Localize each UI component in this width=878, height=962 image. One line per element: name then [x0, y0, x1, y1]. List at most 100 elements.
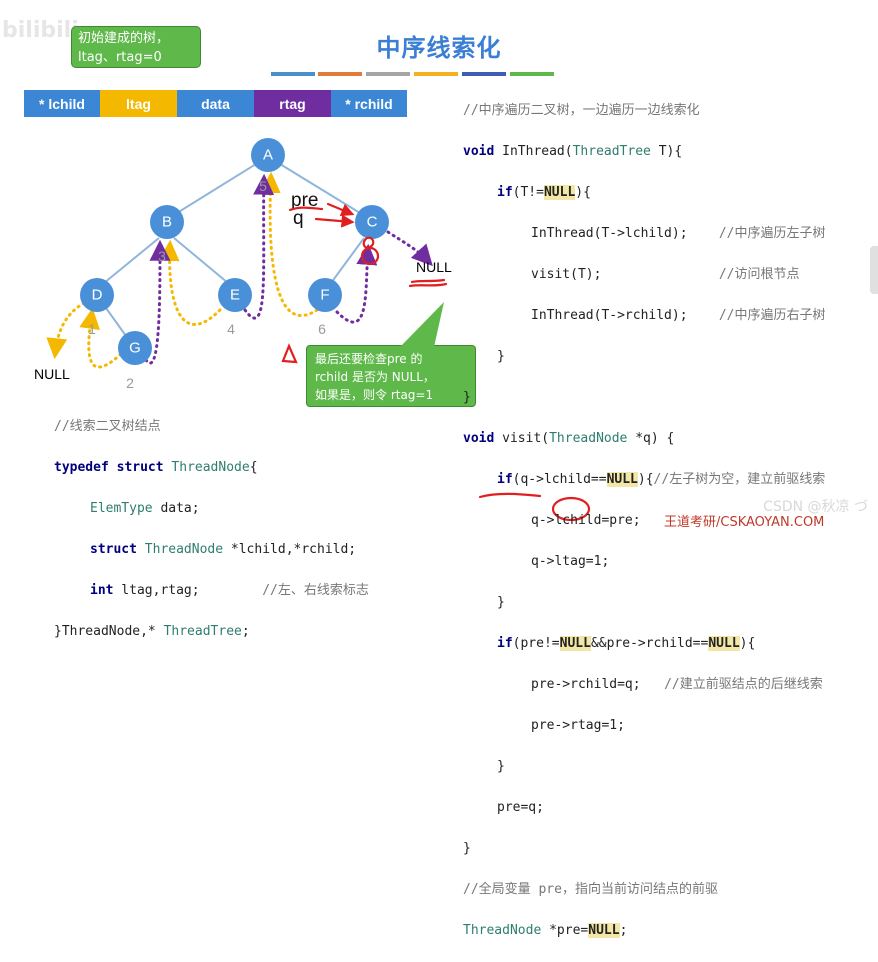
- code-text: ){: [637, 471, 654, 487]
- node-field-lchild: * lchild: [24, 90, 100, 117]
- code-text: pre->rtag=1;: [531, 717, 625, 733]
- step-numbers: 1 2 3 4 5 6: [88, 178, 326, 391]
- node-field-rchild: * rchild: [331, 90, 407, 117]
- code-text: }: [497, 758, 505, 774]
- kw-struct: struct: [90, 541, 137, 557]
- code-comment: //中序遍历右子树: [718, 307, 826, 323]
- null-underline-1: [410, 278, 446, 284]
- step-number-3: 3: [158, 248, 166, 264]
- binary-tree-diagram: A B C D E F G 1 2 3 4 5 6 NULL NULL pre …: [34, 138, 591, 521]
- thread-g-right-b: [144, 239, 171, 365]
- node-e-label: E: [230, 287, 240, 304]
- node-e-circle: [218, 278, 252, 312]
- code-text: ltag,rtag;: [113, 582, 200, 598]
- edge-b-e: [173, 237, 229, 284]
- pre-arrow: [326, 202, 355, 217]
- code-text: {: [249, 459, 258, 475]
- title-underline-bar: [414, 72, 458, 76]
- side-scroll-tab[interactable]: [870, 246, 878, 294]
- code-comment: //建立前驱结点的后继线索: [664, 676, 823, 692]
- edge-a-b: [176, 163, 257, 214]
- callout-bottom-line3: 如果是，则令 rtag=1: [315, 388, 434, 402]
- node-c-circle: [355, 205, 389, 239]
- code-text: }: [463, 389, 471, 405]
- kw-if: if: [497, 635, 513, 651]
- code-comment: //中序遍历二叉树，一边遍历一边线索化: [463, 102, 700, 118]
- edge-b-d: [103, 237, 160, 284]
- type-threadtree: ThreadTree: [163, 623, 242, 639]
- code-text: (q->lchild==: [512, 471, 607, 487]
- type-threadnode: ThreadNode: [463, 922, 542, 938]
- watermark: bilibili: [2, 18, 79, 43]
- callout-bottom-line1: 最后还要检查pre 的: [315, 352, 423, 366]
- kw-if: if: [497, 471, 513, 487]
- type-threadnode: ThreadNode: [144, 541, 224, 557]
- code-text: (T!=: [512, 184, 544, 200]
- code-text: (pre!=: [512, 635, 560, 651]
- node-b-label: B: [162, 214, 172, 231]
- null-keyword: NULL: [708, 635, 740, 651]
- null-keyword: NULL: [543, 184, 576, 200]
- struct-code-block: //线索二叉树结点 typedef struct ThreadNode { Ele…: [54, 396, 369, 663]
- thread-g-left-d: [79, 307, 127, 369]
- node-a-circle: [251, 138, 285, 172]
- code-text: *q) {: [627, 430, 675, 446]
- code-text: q->ltag=1;: [531, 553, 610, 569]
- code-comment: //全局变量 pre，指向当前访问结点的前驱: [463, 881, 718, 897]
- edge-c-f: [330, 237, 365, 284]
- callout-initial-tree: 初始建成的树， ltag、rtag=0: [71, 26, 201, 68]
- null-keyword: NULL: [588, 922, 620, 938]
- csdn-watermark: CSDN @秋凉 づ: [763, 499, 868, 515]
- code-text: }: [497, 348, 505, 364]
- callout-check-pre: 最后还要检查pre 的 rchild 是否为 NULL， 如果是，则令 rtag…: [306, 345, 476, 407]
- code-text: &&pre->rchild==: [590, 635, 709, 651]
- step-number-4: 4: [227, 321, 235, 337]
- global-var-underline: [478, 492, 542, 499]
- null-keyword: NULL: [606, 471, 638, 487]
- code-text: InThread(: [494, 143, 573, 159]
- code-text: ;: [241, 623, 250, 639]
- title-underline-bar: [318, 72, 362, 76]
- page-title: 中序线索化: [376, 34, 502, 62]
- callout-top-line2: ltag、rtag=0: [78, 50, 162, 65]
- step-number-6: 6: [318, 321, 326, 337]
- pre-underline: [288, 206, 324, 212]
- thread-d-left-null: [46, 301, 86, 360]
- q-arrow: [314, 214, 355, 228]
- thread-c-right-null: [386, 230, 433, 267]
- pre-pointer-circle: [551, 496, 591, 521]
- type-threadtree: ThreadTree: [572, 143, 651, 159]
- kw-if: if: [497, 184, 513, 200]
- code-text: }: [463, 840, 471, 856]
- code-comment: //访问根节点: [718, 266, 800, 282]
- node-f-circle: [308, 278, 342, 312]
- title-underline-bar: [510, 72, 554, 76]
- null-label-left: NULL: [34, 366, 70, 382]
- node-g-circle: [118, 331, 152, 365]
- code-text: ;: [619, 922, 628, 938]
- code-text: *pre=: [541, 922, 589, 938]
- warning-triangle: [281, 343, 298, 364]
- null-underline-2: [408, 282, 448, 288]
- red-annotations: [281, 202, 591, 521]
- code-comment: //左子树为空，建立前驱线索: [653, 471, 826, 487]
- node-field-rtag: rtag: [254, 90, 331, 117]
- kw-typedef: typedef: [54, 459, 109, 475]
- struct-comment: //线索二叉树结点: [54, 418, 161, 434]
- code-text: q->lchild=pre;: [531, 512, 641, 528]
- code-text: pre=q;: [497, 799, 544, 815]
- thread-e-left-b: [158, 239, 222, 326]
- step-number-1: 1: [88, 321, 96, 337]
- code-comment: //中序遍历左子树: [718, 225, 826, 241]
- node-c-label: C: [367, 214, 378, 231]
- code-text: }: [497, 594, 505, 610]
- code-comment: //左、右线索标志: [262, 582, 369, 598]
- type-elemtype: ElemType: [90, 500, 153, 516]
- code-text: visit(T);: [531, 266, 602, 282]
- edge-d-g: [105, 307, 127, 337]
- null-label-right: NULL: [416, 259, 452, 275]
- node-field-ltag: ltag: [100, 90, 177, 117]
- ltag-threads: [46, 171, 319, 369]
- node-d-label: D: [92, 287, 103, 304]
